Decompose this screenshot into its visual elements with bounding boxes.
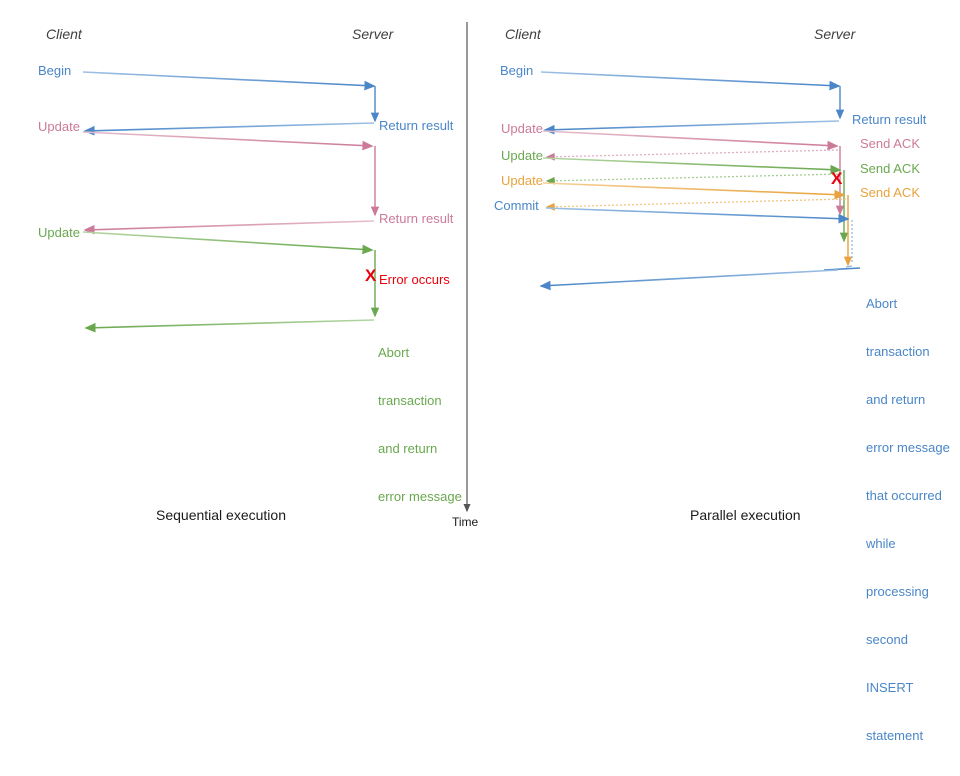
right-msg-ack-1: Send ACK [860, 136, 920, 151]
abort-line: that occurred [866, 488, 942, 503]
arrow-abort-right [539, 267, 861, 291]
abort-line: error message [866, 440, 950, 455]
right-caption: Parallel execution [690, 507, 801, 523]
right-actor-server: Server [814, 26, 856, 42]
left-diagram-arrows [82, 71, 380, 333]
abort-line: and return [866, 392, 926, 407]
left-caption: Sequential execution [156, 507, 286, 523]
arrow-begin-r [540, 71, 845, 120]
abort-line: second [866, 632, 908, 647]
right-diagram-arrows [539, 71, 861, 291]
error-marker-icon: X [365, 266, 377, 285]
arrow-update-2 [82, 231, 380, 318]
left-abort-message: Abort transaction and return error messa… [378, 313, 462, 537]
arrow-ack-pink [545, 149, 839, 161]
left-msg-return-result-2: Return result [379, 211, 454, 226]
right-msg-commit: Commit [494, 198, 539, 213]
arrow-begin [82, 71, 380, 123]
abort-line: INSERT [866, 680, 914, 695]
left-actor-client: Client [46, 26, 82, 42]
arrow-update-r3 [542, 182, 853, 267]
right-msg-update-1: Update [501, 121, 543, 136]
abort-line: transaction [378, 393, 442, 408]
right-msg-update-2: Update [501, 148, 543, 163]
abort-line: error message [378, 489, 462, 504]
sequence-diagram-canvas: Client Server Begin Return result Update… [38, 22, 950, 743]
right-msg-ack-3: Send ACK [860, 185, 920, 200]
left-msg-begin: Begin [38, 63, 72, 78]
arrow-return-result-r [543, 120, 840, 135]
left-msg-update-1: Update [38, 119, 80, 134]
left-actor-server: Server [352, 26, 394, 42]
arrow-return-result-2 [83, 220, 375, 235]
arrow-update-r2 [542, 157, 849, 243]
arrow-update-r1 [542, 130, 845, 216]
abort-line: processing [866, 584, 929, 599]
arrow-ack-orange [545, 198, 847, 211]
arrow-ack-green [545, 173, 843, 185]
arrow-return-result-1 [83, 122, 375, 136]
left-error-label: Error occurs [379, 272, 450, 287]
arrow-commit [545, 207, 853, 268]
arrow-update-1 [82, 131, 380, 217]
left-msg-return-result-1: Return result [379, 118, 454, 133]
abort-line: and return [378, 441, 438, 456]
arrow-abort-left [84, 319, 375, 333]
abort-line: transaction [866, 344, 930, 359]
right-actor-client: Client [505, 26, 541, 42]
right-msg-update-3: Update [501, 173, 543, 188]
diagram-vectors [82, 22, 861, 513]
right-msg-return-result: Return result [852, 112, 927, 127]
abort-line: statement [866, 728, 924, 743]
right-msg-ack-2: Send ACK [860, 161, 920, 176]
abort-line: Abort [866, 296, 898, 311]
right-msg-begin: Begin [500, 63, 534, 78]
abort-line: while [866, 536, 896, 551]
left-msg-update-2: Update [38, 225, 80, 240]
time-axis-label: Time [452, 515, 479, 529]
error-marker-icon-right: X [831, 169, 843, 188]
right-abort-message: Abort transaction and return error messa… [866, 264, 950, 776]
abort-line: Abort [378, 345, 410, 360]
